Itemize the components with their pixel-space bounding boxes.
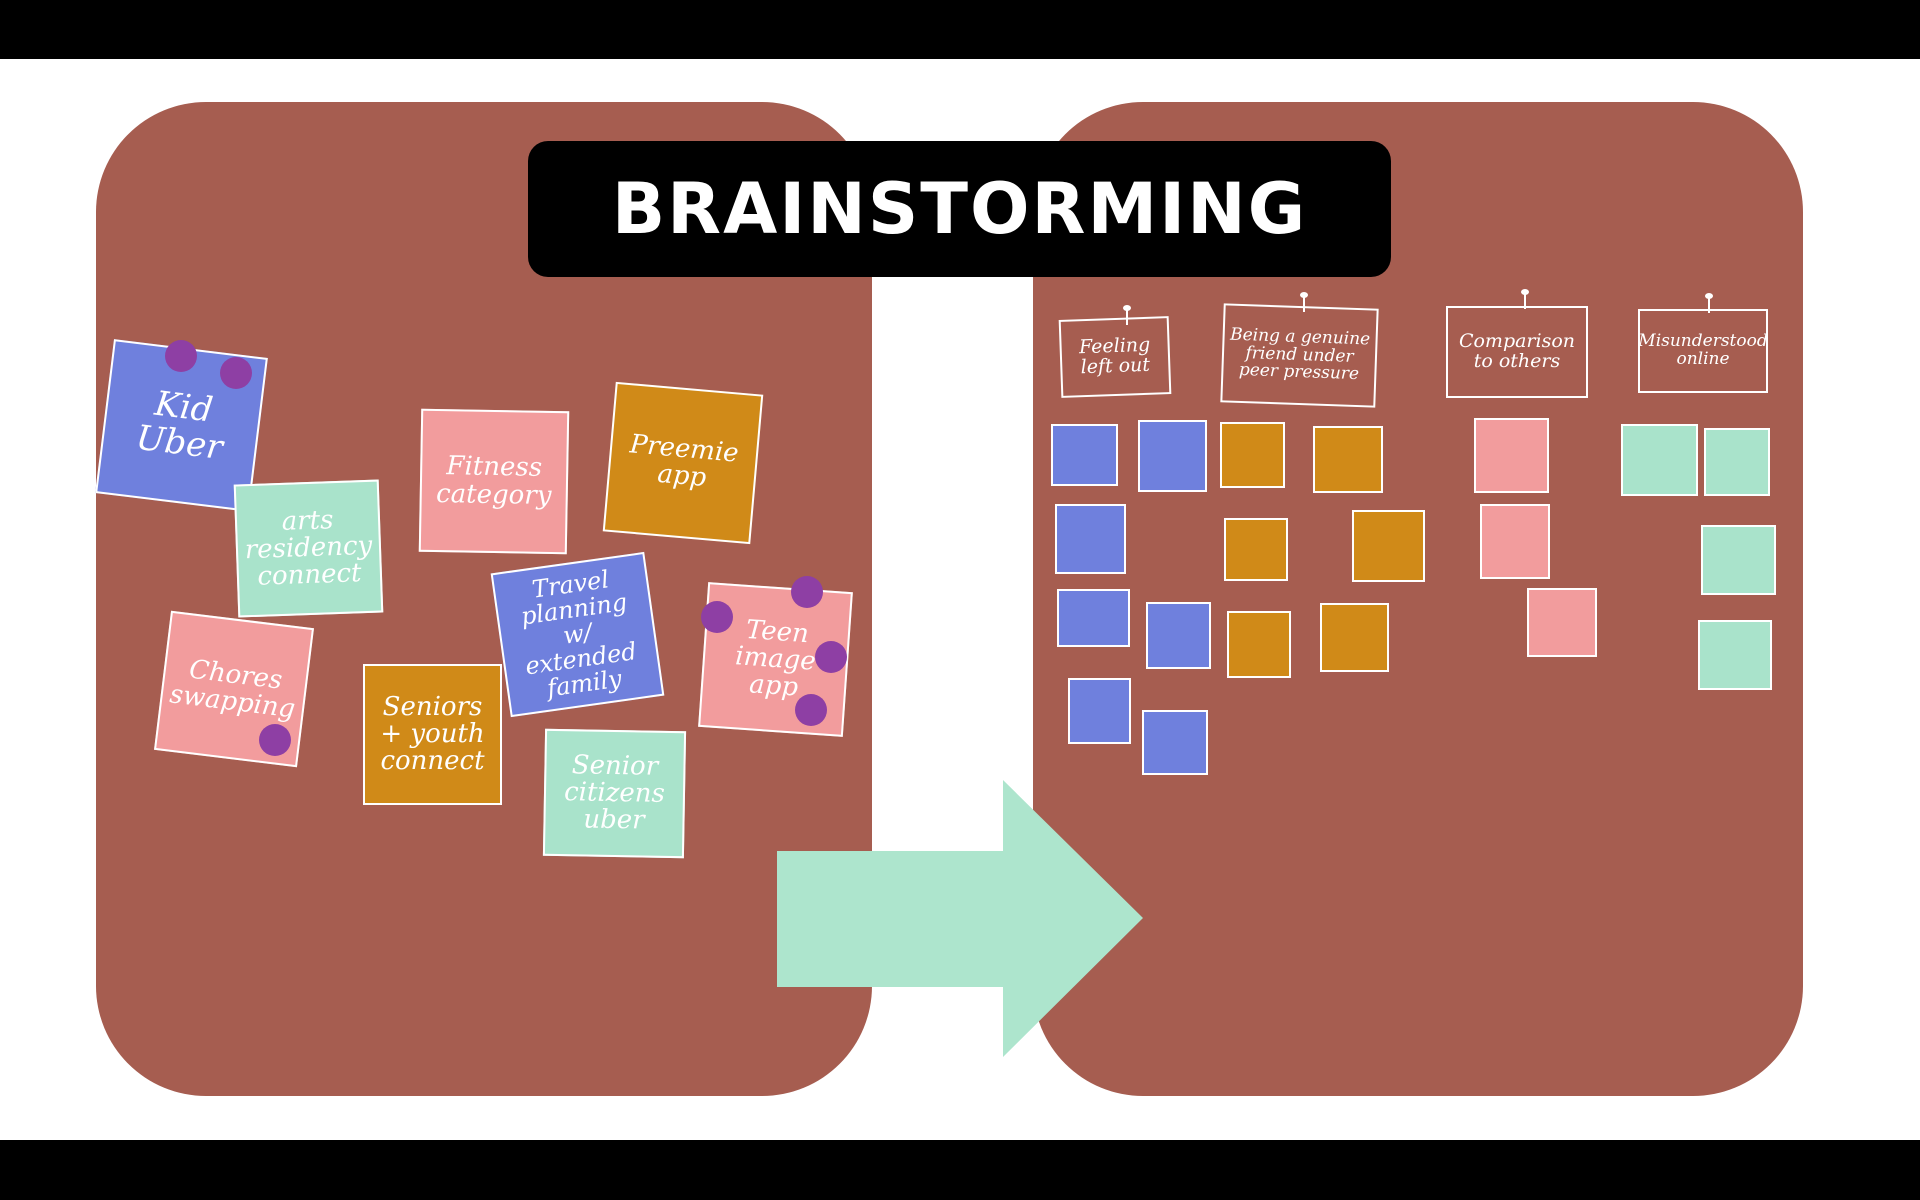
clustered-note <box>1051 424 1118 486</box>
push-pin-icon <box>815 641 847 673</box>
sticky-note: Fitness category <box>418 408 570 555</box>
sticky-note: arts residency connect <box>233 479 384 618</box>
tack-icon <box>1123 305 1131 325</box>
clustered-note <box>1480 504 1550 579</box>
sticky-note-text: Kid Uber <box>133 383 225 468</box>
sticky-note-text: Senior citizens uber <box>563 749 666 836</box>
title-banner: BRAINSTORMING <box>528 141 1391 277</box>
push-pin-icon <box>795 694 827 726</box>
category-label: Misunderstood online <box>1638 309 1768 393</box>
clustered-note <box>1313 426 1383 493</box>
sticky-note: Seniors + youth connect <box>363 664 502 805</box>
sticky-note-text: Fitness category <box>435 451 552 511</box>
clustered-note <box>1220 422 1285 488</box>
sticky-note-text: Chores swapping <box>168 654 297 725</box>
sticky-note: Travel planning w/ extended family <box>490 551 665 718</box>
bottom-letterbox-bar <box>0 1140 1920 1200</box>
clustered-note <box>1138 420 1207 492</box>
sticky-note: Senior citizens uber <box>542 728 687 859</box>
sticky-note-text: Preemie app <box>628 429 740 494</box>
category-label: Feeling left out <box>1058 316 1172 398</box>
clustered-note <box>1224 518 1288 581</box>
push-pin-icon <box>259 724 291 756</box>
page-title: BRAINSTORMING <box>611 168 1308 250</box>
sticky-note: Preemie app <box>602 381 764 545</box>
clustered-note <box>1527 588 1597 657</box>
clustered-note <box>1227 611 1291 678</box>
top-letterbox-bar <box>0 0 1920 59</box>
tack-icon <box>1521 289 1529 309</box>
category-label-text: Comparison to others <box>1458 330 1576 372</box>
clustered-note <box>1352 510 1425 582</box>
sticky-note-text: arts residency connect <box>244 504 373 592</box>
clustered-note <box>1621 424 1698 496</box>
category-label: Comparison to others <box>1446 306 1588 398</box>
sticky-note-text: Seniors + youth connect <box>380 691 485 777</box>
clustered-note <box>1701 525 1776 595</box>
category-label-text: Misunderstood online <box>1638 331 1768 369</box>
category-label: Being a genuine friend under peer pressu… <box>1220 303 1379 408</box>
push-pin-icon <box>791 576 823 608</box>
clustered-note <box>1320 603 1389 672</box>
clustered-note <box>1698 620 1772 690</box>
category-label-text: Being a genuine friend under peer pressu… <box>1229 324 1371 385</box>
sticky-note-text: Travel planning w/ extended family <box>519 564 639 703</box>
clustered-note <box>1704 428 1770 496</box>
clustered-note <box>1474 418 1549 493</box>
category-label-text: Feeling left out <box>1078 333 1151 379</box>
push-pin-icon <box>701 601 733 633</box>
clustered-note <box>1142 710 1208 775</box>
clustered-note <box>1055 504 1126 574</box>
clustered-note <box>1068 678 1131 744</box>
clustered-note <box>1146 602 1211 669</box>
push-pin-icon <box>165 340 197 372</box>
arrow-right-icon <box>777 780 1143 1057</box>
tack-icon <box>1300 292 1308 312</box>
tack-icon <box>1705 293 1713 313</box>
clustered-note <box>1057 589 1130 647</box>
push-pin-icon <box>220 357 252 389</box>
